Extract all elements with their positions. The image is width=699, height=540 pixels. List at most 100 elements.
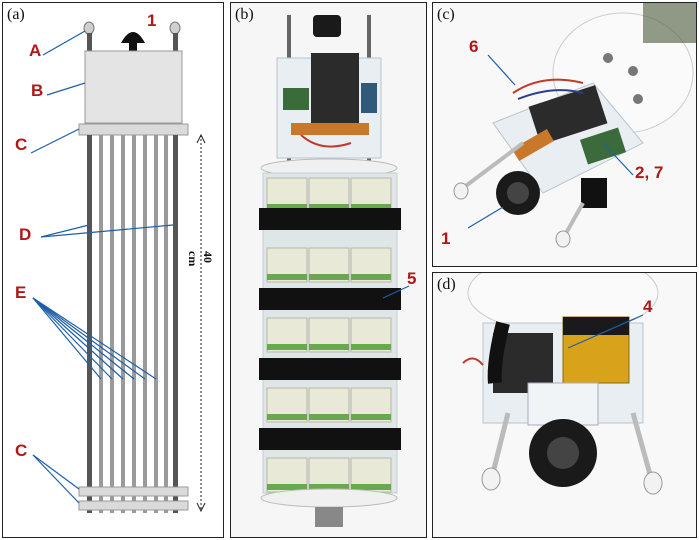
battery-stripe [351,484,391,490]
main-pcb [311,53,359,123]
dome-camera-icon [121,32,145,43]
schematic-drawing [30,21,206,513]
rod-bottom [563,202,585,236]
rod-right-top [173,33,178,53]
battery-stripe [309,344,349,350]
bolt-3 [633,94,643,104]
leader-5 [382,285,410,299]
rod-inner-7 [164,135,168,513]
wire-blue [517,89,584,100]
side-board [361,83,377,113]
battery-top [563,317,629,335]
wire-red [300,134,352,148]
callout-E: E [15,283,27,302]
dome-camera-base [129,43,137,51]
strap-3 [259,358,401,380]
callout-B: B [31,81,44,100]
rod-cap-right [169,21,181,35]
sensor-board [283,88,309,110]
rod-left [490,412,511,474]
panel-d-bottom-photo: (d) 4 [432,272,697,538]
rod-left-top [87,33,92,53]
rod-foot-right [643,471,663,495]
battery-stripe [267,414,307,420]
ribbon-cable [291,123,369,135]
panel-a-schematic: (a) [2,2,224,538]
battery-stripe [351,344,391,350]
callout-A: A [29,41,42,60]
leader-lines [30,30,174,504]
wire-red [462,357,484,366]
rod-left [461,141,525,190]
rod-inner-3 [121,135,125,513]
battery-grid [266,177,392,493]
wire-red [512,78,584,94]
rod-outer-left [87,135,92,513]
leader-lines-c [467,54,634,229]
rod-right [630,412,654,479]
rod-outer-right [173,135,178,513]
ribbon-cable [512,128,554,162]
rod-inner-1 [99,135,103,513]
assembly-illustration [259,15,410,527]
panel-c-tag: (c) [437,6,455,23]
battery-stripe [309,274,349,280]
battery-stripe [351,414,391,420]
strap-1 [259,208,401,230]
panel-c-top-photo: (c) 6 2, 7 1 [432,2,697,267]
bottom-disc [260,488,398,508]
rod-inner-2 [110,135,114,513]
rod-foot-left [481,467,501,491]
callout-1-c: 1 [441,229,451,248]
black-cable [487,321,510,384]
battery-stripe [309,414,349,420]
rod-inner-6 [154,135,158,513]
rod-cap-left [83,21,95,35]
lens-glass [507,182,529,204]
pcb-top [528,85,608,145]
battery-stripe [267,204,307,210]
plate-bottom-2 [78,500,189,511]
strap-4 [259,428,401,450]
battery-stripe [351,274,391,280]
rod-foot-bottom [555,230,571,248]
dimension-arrow [196,133,206,513]
callout-1: 1 [147,11,157,30]
panel-b-tag: (b) [235,6,254,23]
callout-2-7: 2, 7 [635,163,664,182]
strap-2 [259,288,401,310]
bolt-1 [603,53,613,63]
bolt-2 [628,66,638,76]
callout-C-top: C [15,135,28,154]
bottom-view-illustration [462,273,663,495]
lens-glass [547,437,579,469]
battery-stripe [309,484,349,490]
rod-inner-5 [143,135,147,513]
bottom-cap [315,507,343,527]
battery-stripe [267,274,307,280]
battery-stripe [267,344,307,350]
callout-5: 5 [407,269,417,288]
callout-6: 6 [469,37,479,56]
plate-top [78,123,189,136]
dimension-label: 40 cm [186,251,215,267]
camera-housing [527,382,599,426]
battery-stripe [267,484,307,490]
panel-d-tag: (d) [437,276,456,293]
callout-D: D [19,225,32,244]
panel-a-tag: (a) [7,6,25,23]
callout-4: 4 [643,297,653,316]
battery-peek [643,3,696,43]
rod-inner-4 [132,135,136,513]
black-module [581,178,607,208]
camera-top [313,15,341,37]
callout-C-bottom: C [15,441,28,460]
leader-4 [567,314,644,349]
battery-stripe [309,204,349,210]
battery-stripe [351,204,391,210]
top-view-illustration [453,3,696,248]
rod-foot-left [453,182,469,200]
plate-bottom-1 [78,486,189,497]
panel-b-assembly-photo: (b) 5 [230,2,427,538]
electronics-box [84,50,183,124]
